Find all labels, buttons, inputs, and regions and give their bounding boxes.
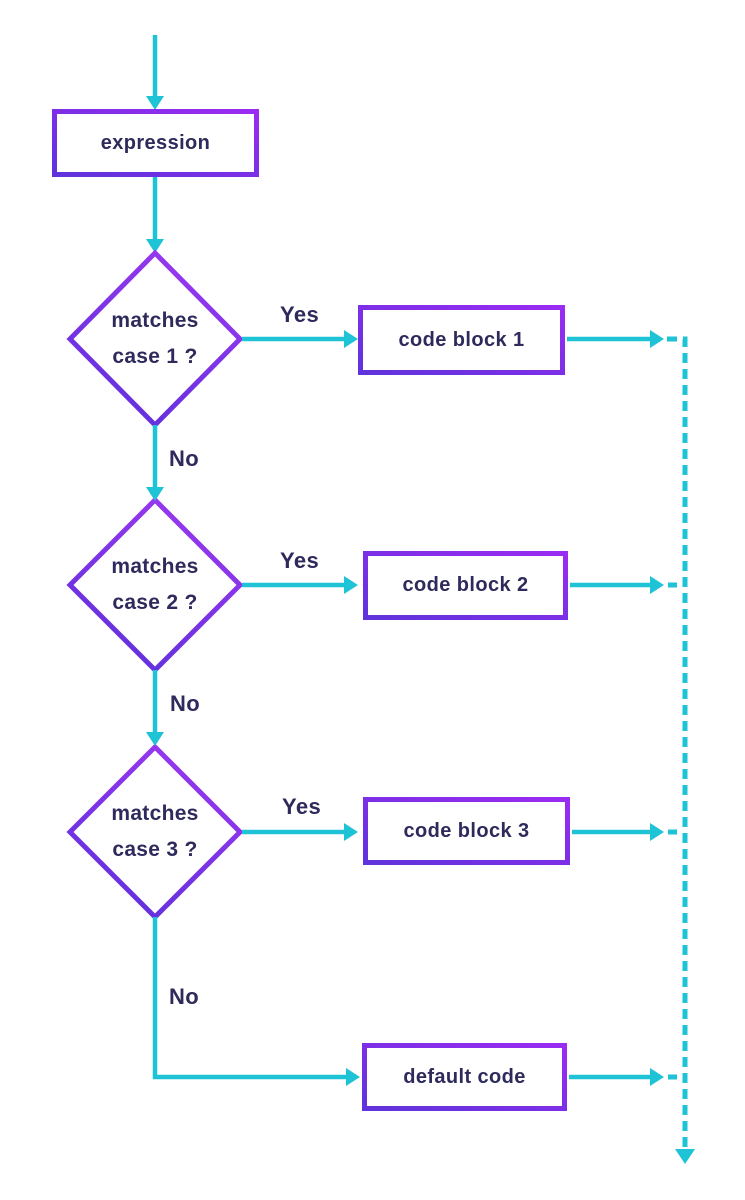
- arrowhead-icon: [344, 576, 358, 594]
- decision-case1-line2: case 1 ?: [112, 345, 198, 368]
- arrowhead-icon: [650, 1068, 664, 1086]
- start-node-expression: expression: [52, 109, 259, 177]
- merge-dashed-line: [667, 336, 695, 1164]
- arrowhead-icon: [344, 823, 358, 841]
- yes-label-case2: Yes: [280, 548, 320, 573]
- connector-case3-yes: [242, 823, 358, 841]
- connector-block3-to-merge: [572, 823, 683, 841]
- decision-case2-label: matches case 2 ?: [65, 545, 245, 625]
- connector-case2-yes: [242, 576, 358, 594]
- decision-case3-line2: case 3 ?: [112, 838, 198, 861]
- code-block-3-node: code block 3: [363, 797, 570, 865]
- connector-case3-no-to-default: [152, 917, 360, 1086]
- connector-case2-no: [146, 670, 164, 746]
- arrowhead-icon: [146, 732, 164, 746]
- default-code-label: default code: [403, 1065, 526, 1088]
- arrowhead-icon: [146, 487, 164, 501]
- code-block-2-label: code block 2: [402, 574, 529, 596]
- merge-arrowhead-icon: [675, 1149, 695, 1164]
- entry-arrow: [146, 35, 164, 110]
- decision-case3-line1: matches: [111, 802, 199, 825]
- yes-label-case1: Yes: [280, 302, 320, 327]
- code-block-2-node: code block 2: [363, 551, 568, 620]
- arrowhead-icon: [650, 330, 664, 348]
- connector-default-to-merge: [569, 1068, 683, 1086]
- arrowhead-icon: [146, 239, 164, 253]
- decision-case2-line1: matches: [111, 555, 199, 578]
- code-block-1-node: code block 1: [358, 305, 565, 375]
- start-node-label: expression: [100, 131, 211, 154]
- no-label-case3: No: [169, 984, 200, 1009]
- connector-block1-to-merge: [567, 330, 664, 348]
- entry-arrowhead-icon: [146, 96, 164, 110]
- connector-case1-no: [146, 425, 164, 501]
- code-block-1-label: code block 1: [398, 328, 525, 351]
- connector-block2-to-merge: [570, 576, 683, 594]
- connector-expression-to-case1: [146, 177, 164, 253]
- arrowhead-icon: [650, 576, 664, 594]
- no-label-case1: No: [169, 446, 200, 471]
- decision-case1-label: matches case 1 ?: [65, 299, 245, 379]
- arrowhead-icon: [650, 823, 664, 841]
- code-block-3-label: code block 3: [403, 819, 530, 842]
- arrowhead-icon: [344, 330, 358, 348]
- decision-case3-label: matches case 3 ?: [65, 792, 245, 872]
- decision-case1-line1: matches: [111, 309, 199, 332]
- no-label-case2: No: [170, 691, 201, 716]
- decision-case2-line2: case 2 ?: [112, 591, 198, 614]
- connector-case1-yes: [242, 330, 358, 348]
- default-code-node: default code: [362, 1043, 567, 1111]
- yes-label-case3: Yes: [282, 794, 322, 819]
- arrowhead-icon: [346, 1068, 360, 1086]
